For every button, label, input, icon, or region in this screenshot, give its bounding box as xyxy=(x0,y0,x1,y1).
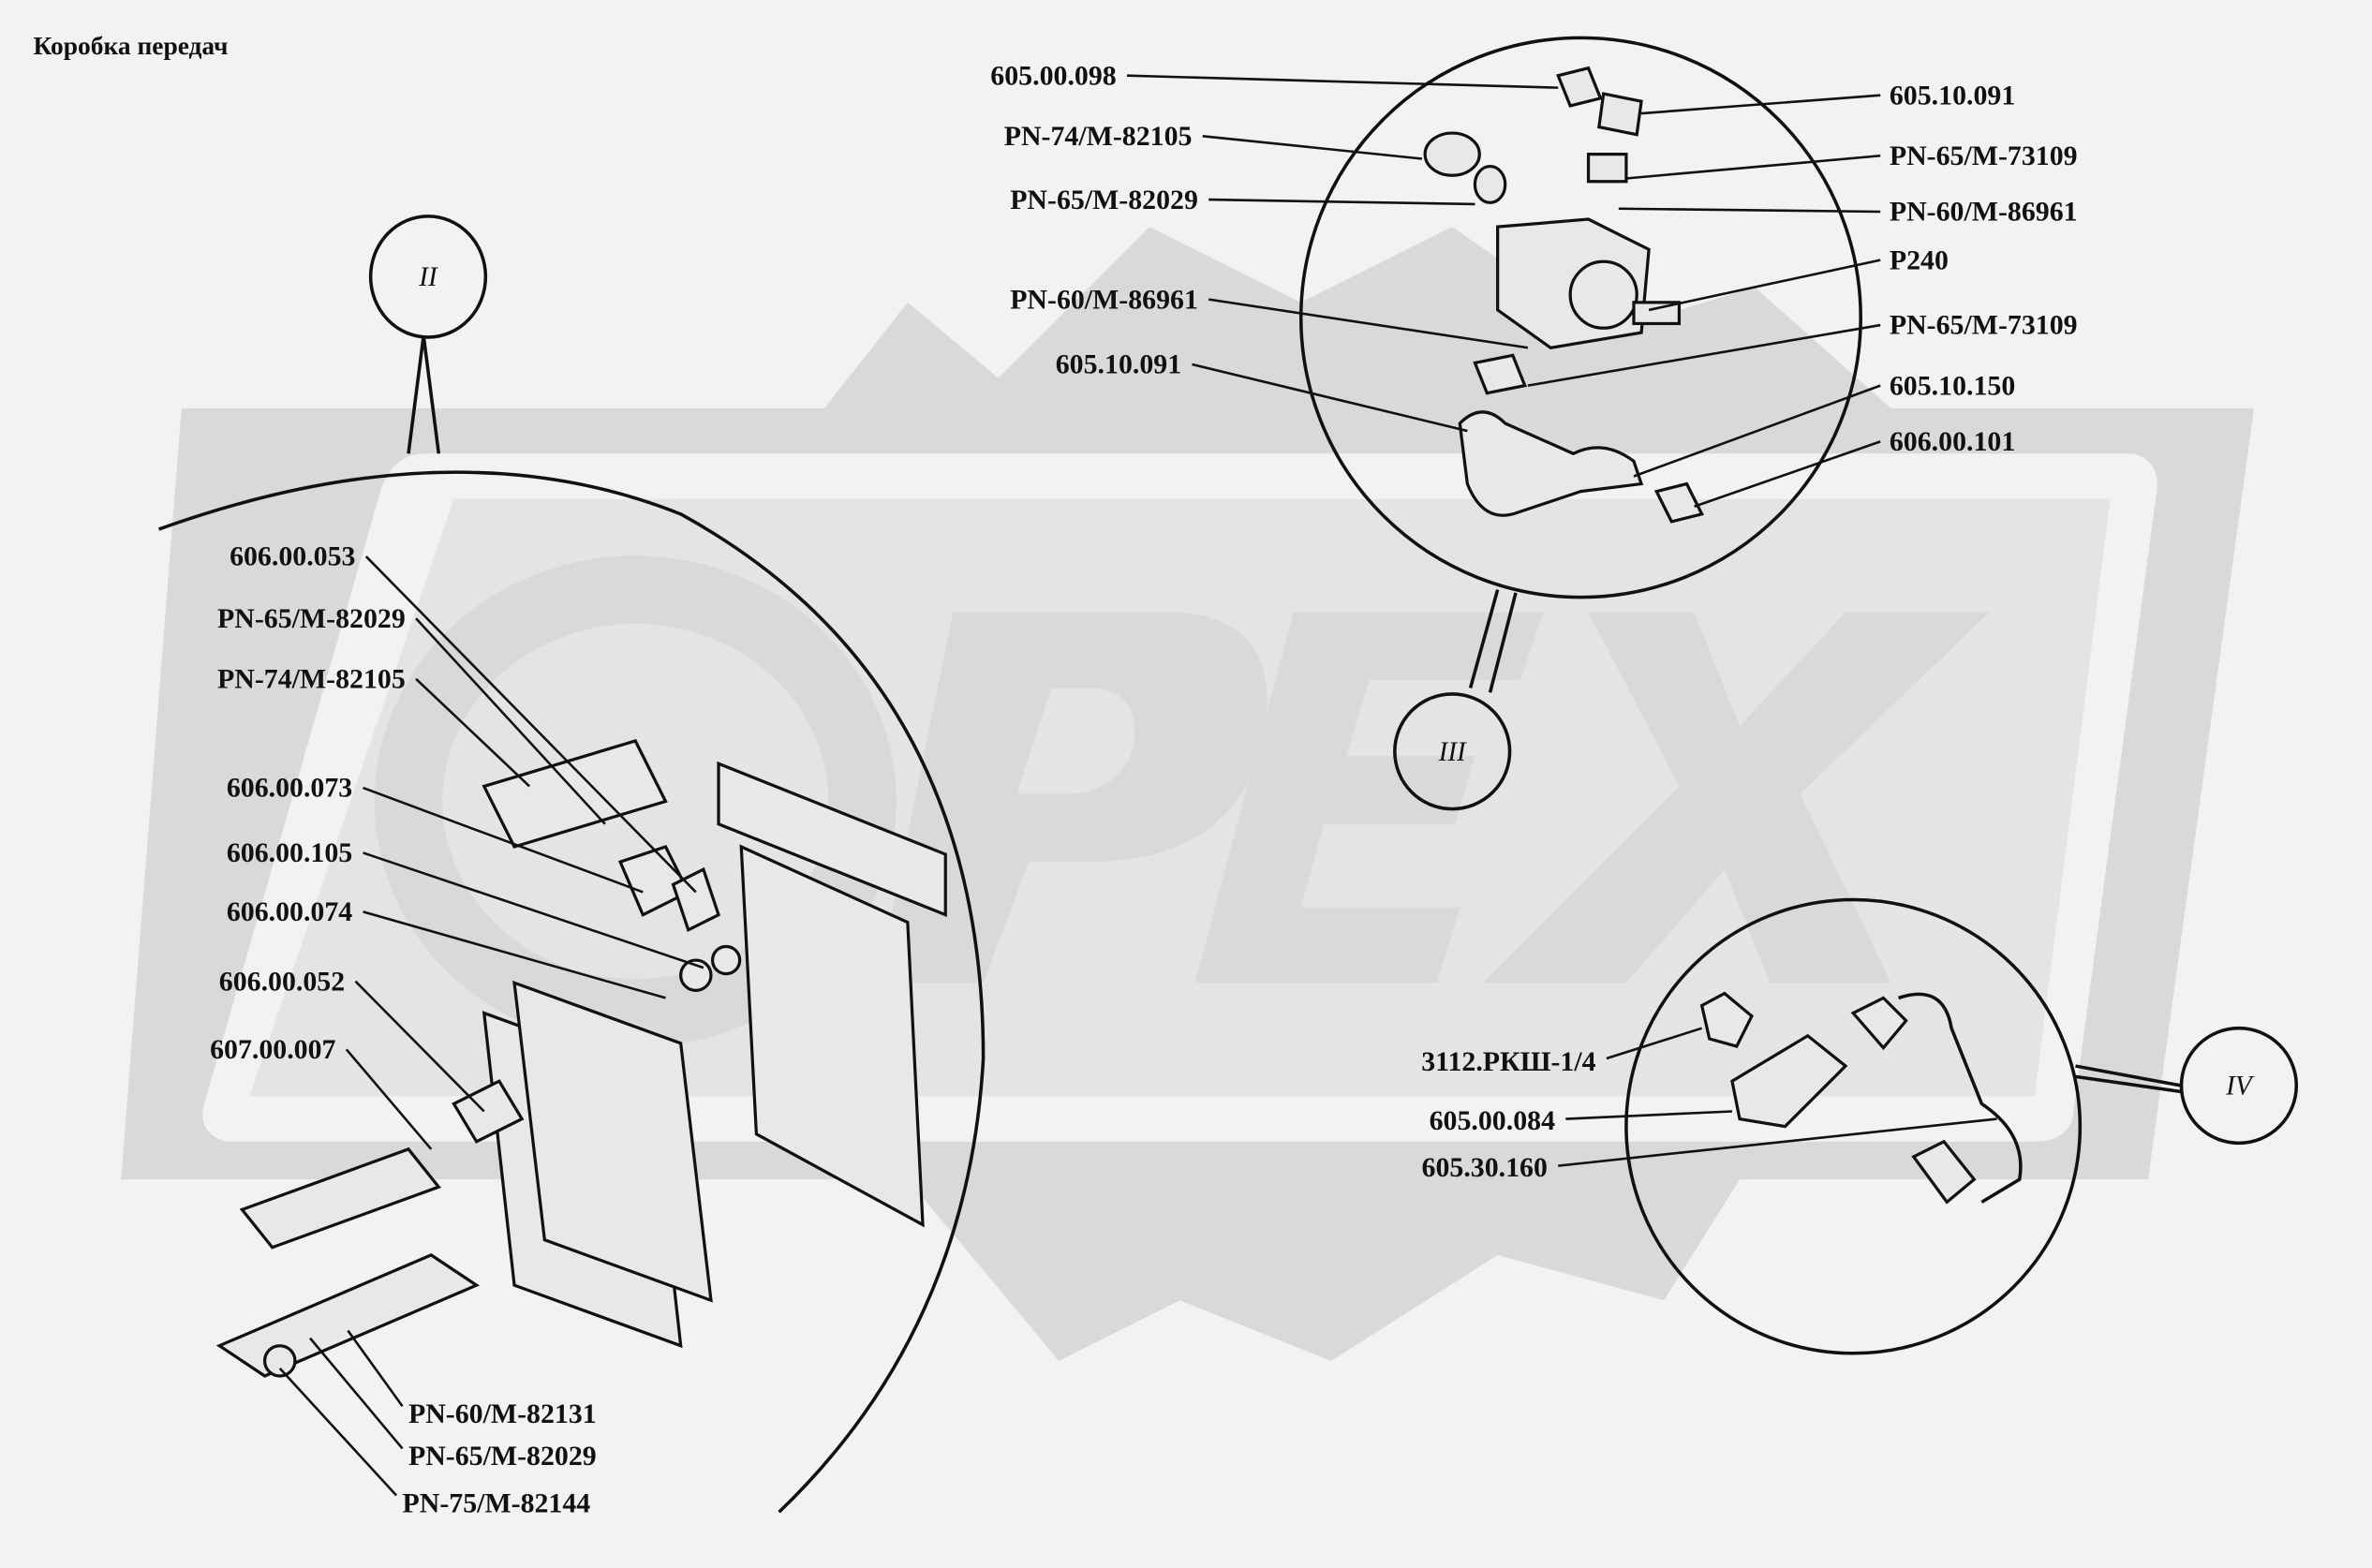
callout-II-label: II xyxy=(418,262,438,292)
part-label: 606.00.101 xyxy=(1890,426,2015,457)
part-label: PN-74/M-82105 xyxy=(1004,121,1193,152)
labels-view-III-right: 605.10.091 PN-65/M-73109 PN-60/M-86961 P… xyxy=(1890,80,2078,457)
part-label: 605.10.150 xyxy=(1890,370,2015,401)
part-label: PN-65/M-73109 xyxy=(1890,141,2078,171)
labels-view-II-left: 606.00.053 PN-65/M-82029 PN-74/M-82105 6… xyxy=(210,541,406,1065)
part-label: 605.10.091 xyxy=(1056,349,1181,380)
part-label: 3112.РКШ-1/4 xyxy=(1421,1046,1595,1077)
part-label: PN-60/M-82131 xyxy=(408,1398,597,1429)
part-label: 606.00.105 xyxy=(227,837,352,868)
labels-view-IV: 3112.РКШ-1/4 605.00.084 605.30.160 xyxy=(1421,1046,1595,1183)
part-label: PN-65/M-82029 xyxy=(217,603,406,634)
part-label: PN-74/M-82105 xyxy=(217,663,406,694)
part-label: 607.00.007 xyxy=(210,1034,335,1065)
part-label: 606.00.052 xyxy=(219,966,345,997)
part-label: 606.00.074 xyxy=(227,896,352,927)
callout-III-label: III xyxy=(1438,737,1467,767)
part-label: 606.00.073 xyxy=(227,773,352,804)
page-title: Коробка передач xyxy=(34,32,229,60)
part-label: 605.30.160 xyxy=(1422,1152,1548,1183)
leader-lines xyxy=(278,74,1997,1497)
labels-view-II-bottom: PN-60/M-82131 PN-65/M-82029 PN-75/M-8214… xyxy=(403,1398,597,1518)
part-label: P240 xyxy=(1890,244,1949,275)
detail-view-III: III xyxy=(1298,36,1862,811)
part-label: 605.00.084 xyxy=(1430,1105,1555,1136)
callout-III[interactable] xyxy=(1393,692,1512,811)
part-label: PN-65/M-82029 xyxy=(408,1441,597,1472)
part-label: PN-60/M-86961 xyxy=(1890,197,2078,228)
detail-view-II: II xyxy=(157,214,986,1514)
part-label: 605.10.091 xyxy=(1890,80,2015,111)
callout-IV-label: IV xyxy=(2225,1072,2255,1102)
callout-IV[interactable] xyxy=(2179,1026,2299,1146)
part-label: PN-65/M-73109 xyxy=(1890,310,2078,341)
watermark-letters xyxy=(374,555,1990,1047)
detail-view-IV: IV xyxy=(1624,897,2299,1355)
callout-II[interactable] xyxy=(368,214,488,339)
part-label: PN-75/M-82144 xyxy=(403,1487,591,1518)
labels-view-III-left: 605.00.098 PN-74/M-82105 PN-65/M-82029 P… xyxy=(990,60,1198,379)
part-label: 605.00.098 xyxy=(990,60,1116,91)
part-label: PN-60/M-86961 xyxy=(1010,284,1198,315)
part-label: PN-65/M-82029 xyxy=(1010,185,1198,215)
part-label: 606.00.053 xyxy=(230,541,355,572)
